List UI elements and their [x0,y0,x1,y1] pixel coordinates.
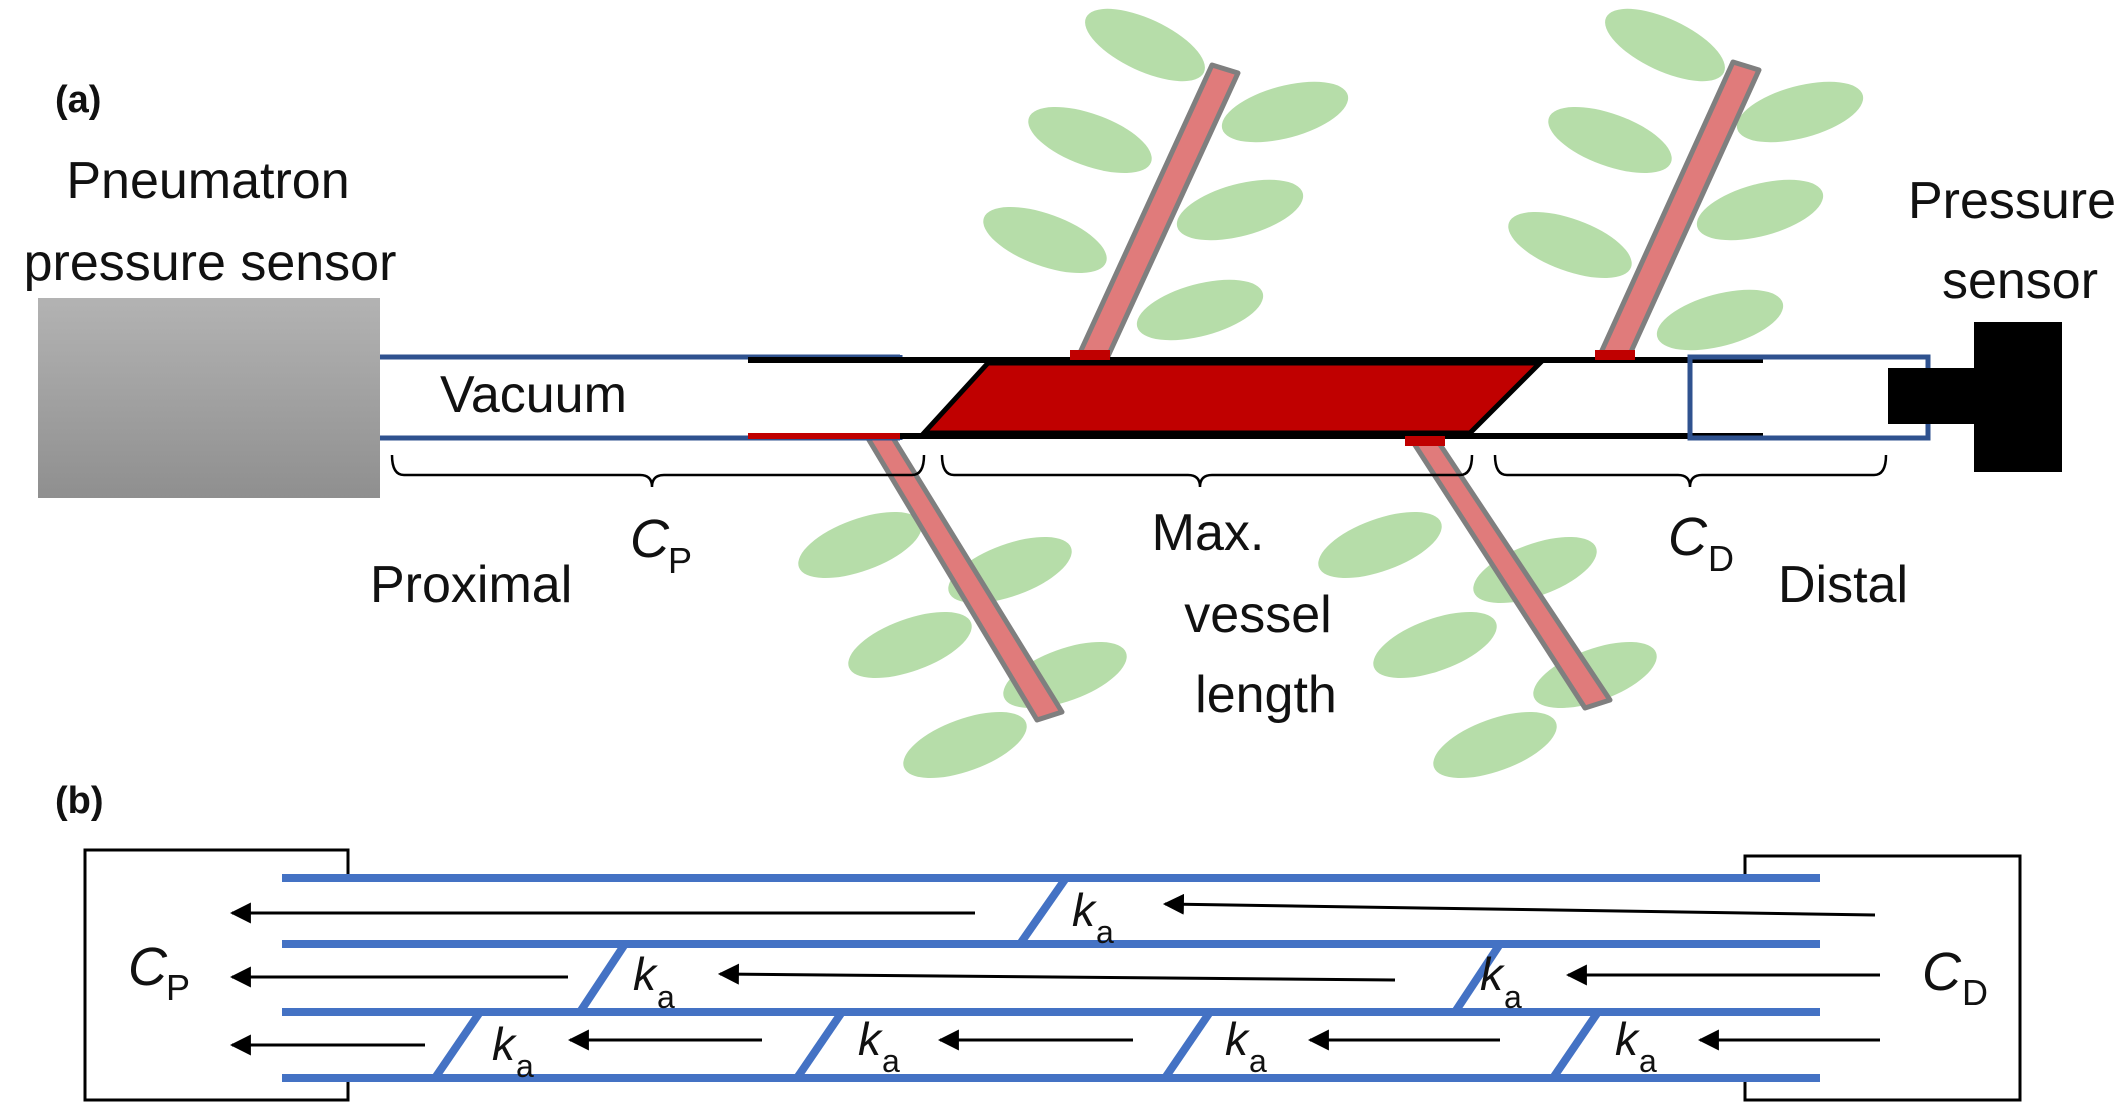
vacuum-label: Vacuum [440,366,627,424]
pneumatron-sensor-box [38,298,380,498]
ka-label: k a [1615,1013,1657,1079]
ka-subscript: a [882,1043,900,1079]
cp-label-a: C P [630,509,692,581]
ka-symbol: k [633,948,658,1000]
ka-subscript: a [516,1048,534,1084]
cp-subscript-b: P [166,967,190,1008]
panel-b: (b) [55,780,2022,1102]
ka-label: k a [492,1018,534,1084]
cd-label-b: C D [1922,942,1988,1013]
max-vessel-length-line2: vessel [1184,586,1331,644]
ka-symbol: k [858,1013,883,1065]
cp-subscript-a: P [668,540,692,581]
proximal-label: Proximal [370,556,572,614]
stem [748,350,1763,446]
ka-symbol: k [1615,1013,1640,1065]
pressure-sensor-label-line2: sensor [1942,252,2098,310]
pneumatron-label-line2: pressure sensor [24,234,397,292]
cp-symbol-b: C [128,937,168,997]
ka-subscript: a [1096,914,1114,950]
braces [390,454,1888,488]
ka-label: k a [1225,1013,1267,1079]
ka-label: k a [633,948,675,1015]
panel-b-label: (b) [55,780,104,822]
cd-chamber [1743,854,2022,1102]
ka-symbol: k [1480,948,1505,1000]
cd-symbol-a: C [1668,507,1708,567]
cp-label-b: C P [128,937,190,1008]
cd-subscript-b: D [1962,972,1988,1013]
ka-subscript: a [657,979,675,1015]
cd-label-a: C D [1668,507,1734,579]
cp-chamber [83,848,350,1102]
max-vessel-length-line3: length [1195,666,1337,724]
ka-symbol: k [1225,1013,1250,1065]
cd-symbol-b: C [1922,942,1962,1002]
ka-subscript: a [1639,1043,1657,1079]
cp-symbol-a: C [630,509,670,569]
ka-label: k a [858,1013,900,1079]
conduit-lines [282,874,1820,1082]
panel-a: (a) [24,8,2116,779]
ka-symbol: k [492,1018,517,1070]
ka-label: k a [1072,884,1114,950]
distal-label: Distal [1778,556,1908,614]
flow-arrows [229,893,1880,1056]
pressure-sensor-label-line1: Pressure [1908,172,2116,230]
branches [857,59,1762,723]
panel-a-label: (a) [55,79,101,121]
ka-subscript: a [1504,979,1522,1015]
ka-subscript: a [1249,1043,1267,1079]
ka-symbol: k [1072,884,1097,936]
ka-label: k a [1480,948,1522,1015]
cd-subscript-a: D [1708,538,1734,579]
pressure-sensor [1888,322,2062,472]
max-vessel-length-line1: Max. [1152,504,1265,562]
pneumatron-label-line1: Pneumatron [66,152,349,210]
max-vessel [918,360,1547,436]
